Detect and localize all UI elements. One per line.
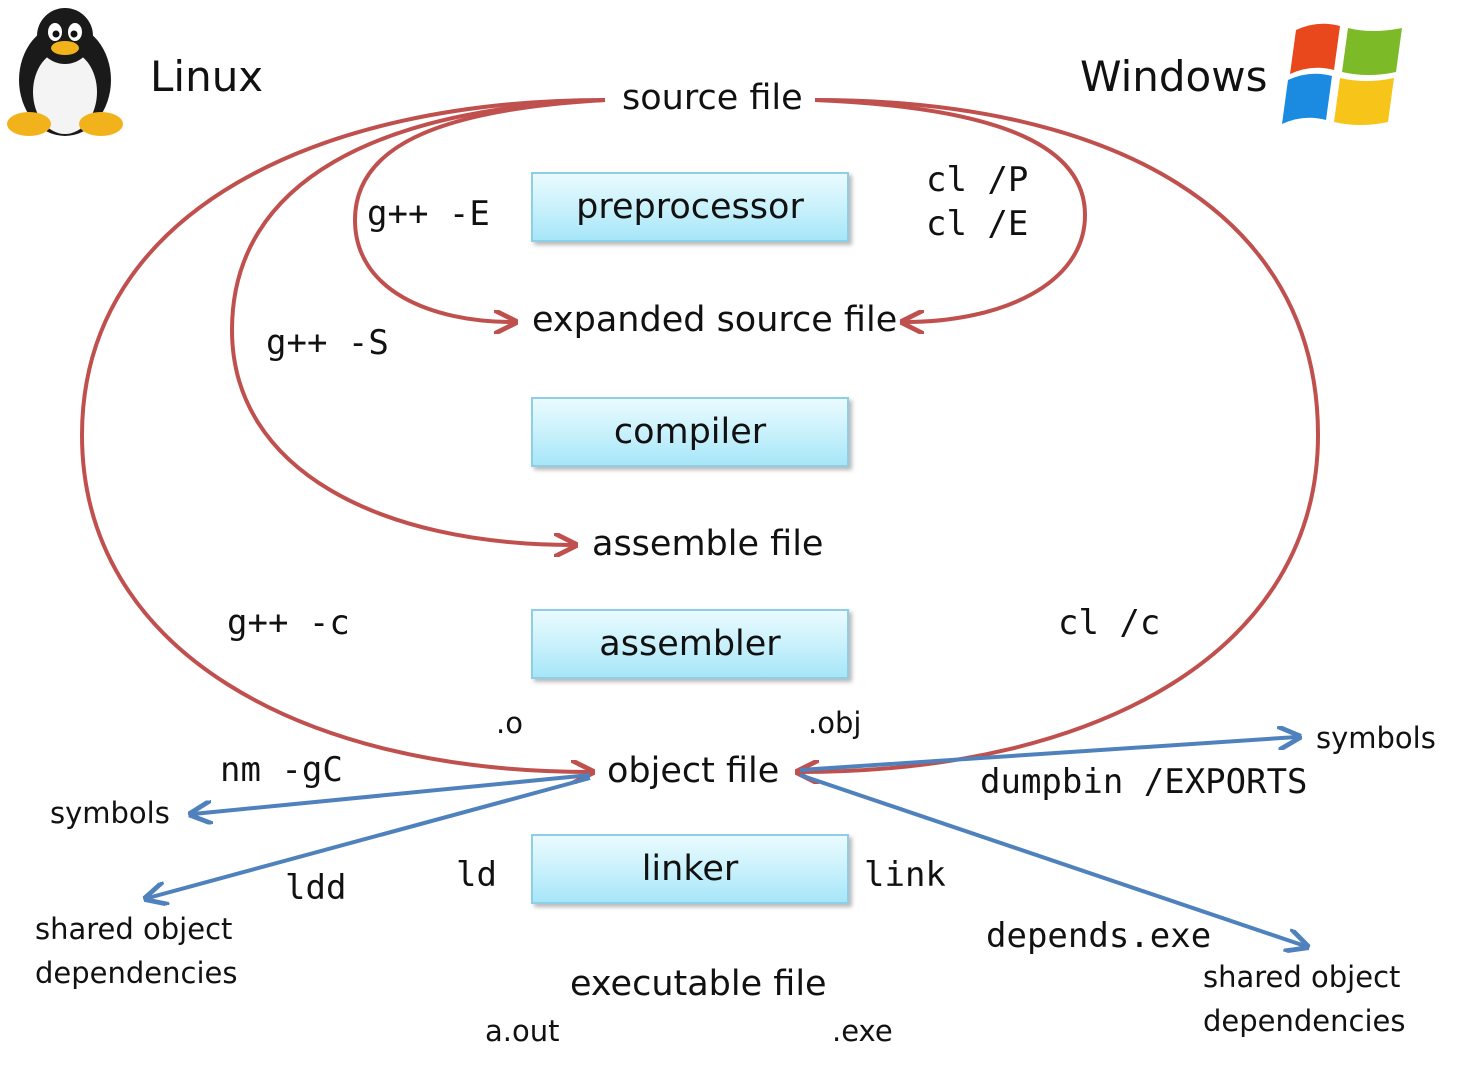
linux-shared-deps-output-line2: dependencies: [35, 956, 238, 990]
expanded-source-file-label: expanded source file: [532, 300, 898, 340]
linux-symbols-output: symbols: [50, 796, 170, 830]
linux-compile-command: g++ -c: [227, 603, 350, 643]
linux-shared-deps-command: ldd: [285, 868, 347, 908]
arrow-windows-compile: [800, 98, 1321, 772]
linker-box: linker: [531, 834, 849, 904]
linux-label: Linux: [150, 52, 264, 101]
arrow-windows-shared-deps: [799, 773, 1305, 946]
linux-shared-deps-output-line1: shared object: [35, 912, 233, 946]
arrow-windows-preprocess: [814, 98, 1088, 322]
linux-preprocess-command: g++ -E: [367, 194, 490, 234]
object-file-label: object file: [607, 751, 780, 791]
linux-link-command: ld: [456, 855, 497, 895]
preprocessor-box: preprocessor: [531, 172, 849, 242]
windows-shared-deps-output-line2: dependencies: [1203, 1004, 1406, 1038]
arrow-windows-symbols: [799, 737, 1297, 772]
linux-assemble-command: g++ -S: [266, 323, 389, 363]
windows-preprocess-p-command: cl /P: [926, 160, 1029, 200]
linker-label: linker: [641, 849, 739, 889]
compiler-box: compiler: [531, 397, 849, 467]
windows-shared-deps-command: depends.exe: [986, 916, 1212, 956]
linux-object-extension: .o: [496, 706, 523, 740]
windows-compile-command: cl /c: [1058, 603, 1161, 643]
preprocessor-label: preprocessor: [576, 187, 804, 227]
linux-exe-extension: a.out: [485, 1014, 560, 1048]
arrow-linux-symbols: [193, 773, 591, 814]
executable-file-label: executable file: [570, 964, 827, 1004]
windows-symbols-command: dumpbin /EXPORTS: [980, 762, 1308, 802]
assembler-label: assembler: [599, 624, 781, 664]
assemble-file-label: assemble file: [592, 524, 824, 564]
assembler-box: assembler: [531, 609, 849, 679]
linux-symbols-command: nm -gC: [220, 750, 343, 790]
arrow-linux-preprocess: [352, 98, 606, 322]
arrow-linux-assemble: [229, 98, 606, 545]
windows-shared-deps-output-line1: shared object: [1203, 960, 1401, 994]
arrow-linux-compile: [79, 98, 606, 772]
windows-symbols-output: symbols: [1316, 721, 1436, 755]
windows-label: Windows: [1080, 52, 1268, 101]
compiler-label: compiler: [613, 412, 767, 452]
penguin-icon: [7, 8, 123, 136]
windows-preprocess-e-command: cl /E: [926, 204, 1029, 244]
windows-logo-icon: [1282, 23, 1402, 125]
arrow-linux-shared-deps: [148, 776, 591, 898]
windows-link-command: link: [864, 855, 946, 895]
windows-object-extension: .obj: [808, 706, 862, 740]
source-file-label: source file: [622, 78, 803, 118]
windows-exe-extension: .exe: [832, 1014, 893, 1048]
